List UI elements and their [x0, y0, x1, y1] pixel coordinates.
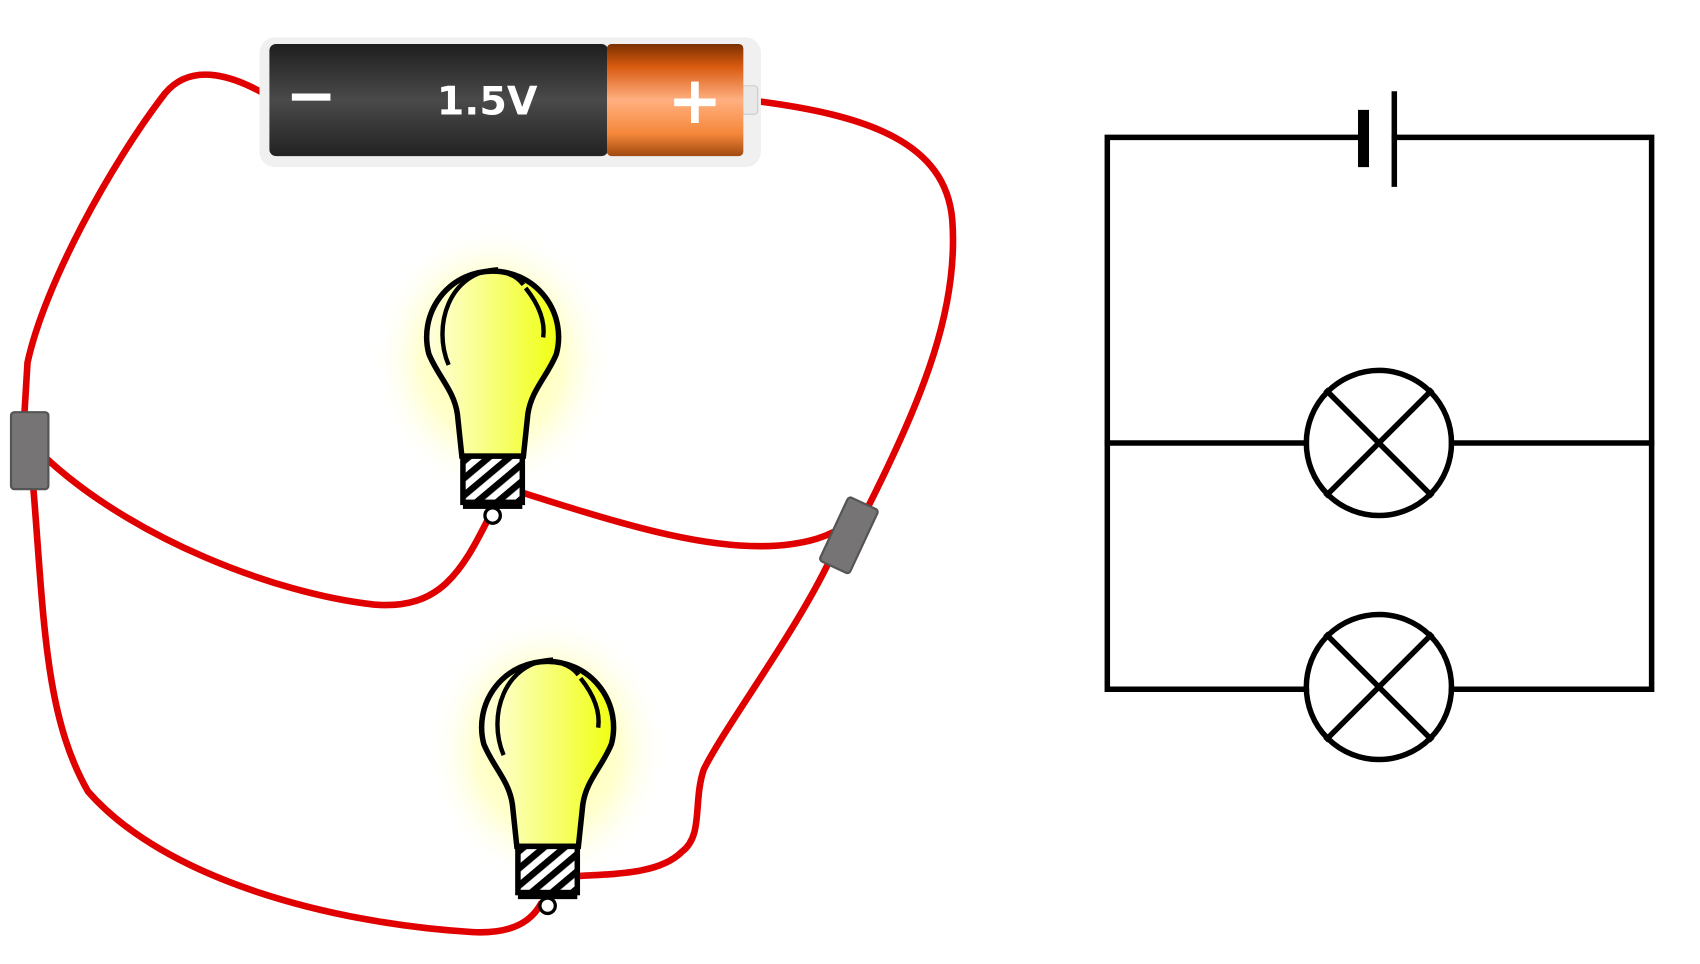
bottom-light-bulb — [427, 612, 669, 913]
battery-negative-symbol: − — [285, 60, 337, 132]
left-connector — [9, 411, 50, 491]
wire-left-to-top-bulb — [40, 452, 493, 609]
wire-battery-positive — [753, 97, 957, 509]
right-connector — [819, 496, 879, 575]
circuit-schematic — [1104, 91, 1655, 763]
battery-voltage-label: 1.5V — [437, 78, 538, 124]
wire-left-to-bottom-bulb — [29, 480, 545, 936]
top-light-bulb — [372, 222, 614, 523]
battery: − 1.5V + — [259, 37, 761, 168]
wire-battery-negative — [20, 71, 273, 421]
lamp-symbol-2 — [1303, 611, 1455, 763]
wire-right-to-bottom-bulb — [573, 562, 831, 880]
lamp-symbol-1 — [1303, 367, 1455, 519]
battery-positive-symbol: + — [667, 62, 722, 139]
schematic-outer-wires — [1104, 134, 1655, 692]
wires — [20, 71, 957, 936]
wire-top-bulb-to-right — [508, 485, 837, 550]
